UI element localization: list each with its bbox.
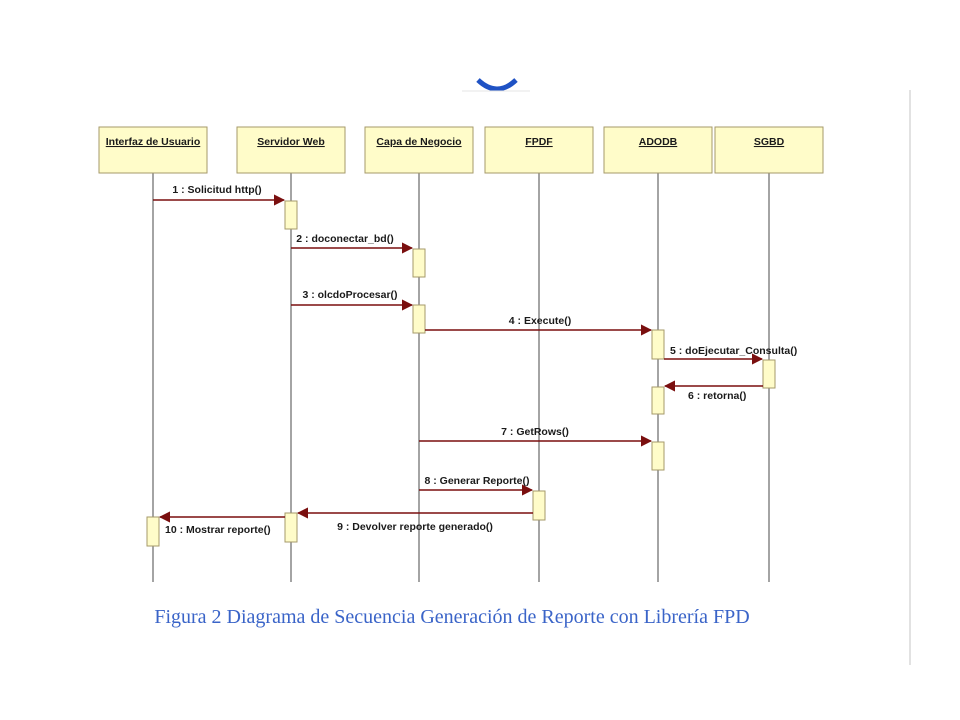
lifeline-label-adodb: ADODB [639,136,678,148]
lifeline-box-web [236,126,346,174]
lifeline-box-adodb [603,126,713,174]
lifeline-box-biz [364,126,474,174]
lifeline-box-ui [98,126,208,174]
activation-bar [532,490,546,521]
lifeline-box-fpdf [484,126,594,174]
figure-caption: Figura 2 Diagrama de Secuencia Generació… [154,606,749,628]
activation-bar [284,512,298,543]
activation-bar [412,248,426,278]
lifeline-label-fpdf: FPDF [525,136,553,148]
message-label: 5 : doEjecutar_Consulta() [670,345,797,357]
lifeline-label-ui: Interfaz de Usuario [106,136,201,148]
message-label: 6 : retorna() [688,390,746,402]
lifeline-label-biz: Capa de Negocio [376,136,461,148]
message-label: 10 : Mostrar reporte() [165,524,271,536]
activation-bar [412,304,426,334]
activation-bar [651,441,665,471]
activation-bar [284,200,298,230]
message-label: 3 : olcdoProcesar() [302,289,397,301]
message-label: 8 : Generar Reporte() [424,475,529,487]
message-label: 9 : Devolver reporte generado() [337,521,493,533]
lifeline-label-sgbd: SGBD [754,136,785,148]
lifeline-label-web: Servidor Web [257,136,325,148]
lifeline-box-sgbd [714,126,824,174]
activation-bar [651,329,665,360]
activation-bar [651,386,665,415]
message-label: 4 : Execute() [509,315,571,327]
activation-bar [146,516,160,547]
message-label: 2 : doconectar_bd() [296,233,393,245]
logo-arc-icon [476,78,518,92]
message-label: 7 : GetRows() [501,426,569,438]
message-label: 1 : Solicitud http() [172,184,261,196]
activation-bar [762,359,776,389]
